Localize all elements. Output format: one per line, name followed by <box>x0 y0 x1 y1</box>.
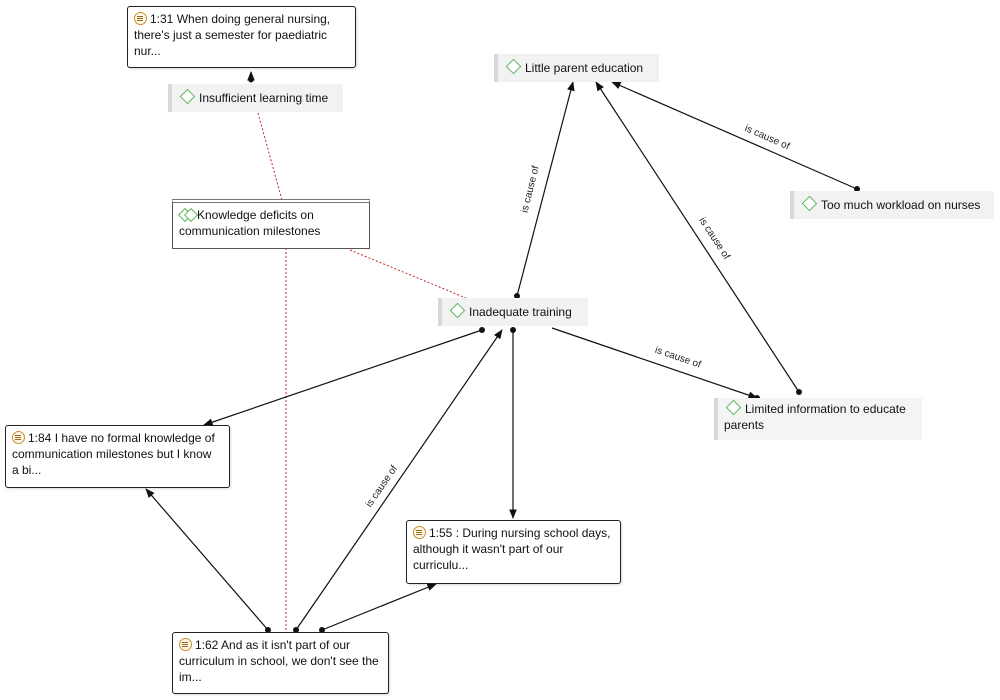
code-diamond-icon <box>505 58 522 75</box>
code-diamond-icon <box>179 88 196 105</box>
rel-label-inadequate-little: is cause of <box>519 165 541 214</box>
rel-label-workload-little: is cause of <box>743 123 791 152</box>
rel-dot <box>514 293 520 299</box>
link-inadequate-to-quote184 <box>203 329 483 426</box>
quote-text: 1:84 I have no formal knowledge of commu… <box>12 431 215 477</box>
rel-inadequate-to-limited <box>551 327 758 399</box>
code-node-inadequate-training[interactable]: Inadequate training <box>438 298 588 326</box>
rel-label-inadequate-limited: is cause of <box>653 345 702 371</box>
link-group-to-inadequate <box>349 249 479 304</box>
code-node-little-parent-education[interactable]: Little parent education <box>494 54 659 82</box>
code-label: Inadequate training <box>469 305 572 319</box>
rel-limited-to-little <box>595 81 800 393</box>
code-node-insufficient-learning-time[interactable]: Insufficient learning time <box>168 84 343 112</box>
quote-node-1-55[interactable]: 1:55 : During nursing school days, altho… <box>406 520 621 584</box>
quote-node-1-62[interactable]: 1:62 And as it isn't part of our curricu… <box>172 632 389 694</box>
code-diamond-icon <box>801 195 818 212</box>
code-node-too-much-workload[interactable]: Too much workload on nurses <box>790 191 994 219</box>
quotation-icon <box>413 526 426 539</box>
quote-text: 1:31 When doing general nursing, there's… <box>134 12 331 58</box>
code-group-icon <box>177 207 199 223</box>
link-dot <box>319 627 325 633</box>
quotation-icon <box>179 638 192 651</box>
code-label: Little parent education <box>525 61 644 75</box>
link-dot <box>510 327 516 333</box>
link-dot <box>265 627 271 633</box>
group-node-knowledge-deficits[interactable]: Knowledge deficits on communication mile… <box>172 199 370 249</box>
link-quote162-to-quote184 <box>145 488 269 631</box>
code-label: Limited information to educate parents <box>724 402 906 432</box>
rel-inadequate-to-little <box>516 81 575 297</box>
code-label: Too much workload on nurses <box>821 198 981 212</box>
link-dot <box>248 77 254 83</box>
quote-node-1-31[interactable]: 1:31 When doing general nursing, there's… <box>127 6 356 68</box>
rel-workload-to-little <box>611 81 858 190</box>
link-insufficient-to-group <box>257 112 283 201</box>
link-dot <box>479 327 485 333</box>
quote-text: 1:62 And as it isn't part of our curricu… <box>179 638 379 684</box>
quotation-icon <box>134 12 147 25</box>
code-node-limited-information[interactable]: Limited information to educate parents <box>714 398 922 440</box>
quote-node-1-84[interactable]: 1:84 I have no formal knowledge of commu… <box>5 425 230 488</box>
group-label: Knowledge deficits on communication mile… <box>179 208 321 238</box>
code-diamond-icon <box>725 399 742 416</box>
code-label: Insufficient learning time <box>199 91 329 105</box>
quotation-icon <box>12 431 25 444</box>
rel-dot <box>293 627 299 633</box>
quote-text: 1:55 : During nursing school days, altho… <box>413 526 611 572</box>
code-diamond-icon <box>449 302 466 319</box>
rel-label-limited-little: is cause of <box>696 216 732 262</box>
rel-quote162-to-inadequate <box>295 329 503 631</box>
link-quote162-to-quote155 <box>321 583 437 631</box>
rel-dot <box>854 186 860 192</box>
rel-dot <box>796 389 802 395</box>
